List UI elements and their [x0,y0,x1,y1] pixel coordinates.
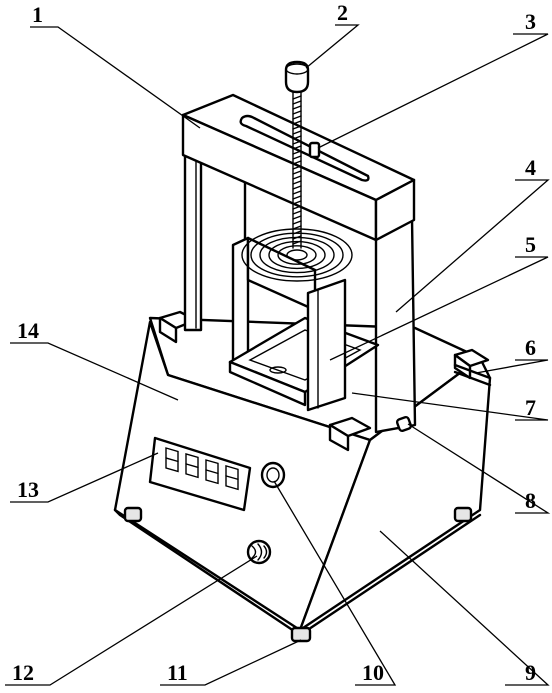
screw-handle [284,60,310,94]
callout-8: 8 [525,488,536,513]
feet [123,506,473,643]
side-lever [453,363,492,387]
callout-5: 5 [525,232,536,257]
callout-2: 2 [337,0,348,25]
tightening-bolt [395,415,413,433]
callout-numbers: 1 2 3 4 5 6 7 8 9 10 11 12 13 14 [12,0,536,685]
screw-thread [292,91,302,249]
display-digits [165,447,239,491]
callout-7: 7 [525,395,536,420]
spiral-coil [241,228,353,282]
knob-10 [260,461,286,489]
foot-right [453,506,473,523]
slide-pin [308,141,321,159]
callout-4: 4 [525,155,536,180]
display-panel [148,436,252,512]
beam-slot [239,114,370,182]
callout-6: 6 [525,335,536,360]
pressure-screw [284,60,310,249]
column-right [374,216,417,434]
callout-13: 13 [17,477,39,502]
sample-holder [228,228,380,412]
holder-floor-edge [228,360,307,407]
callout-12: 12 [12,660,34,685]
callout-14: 14 [17,318,39,343]
foot-front [290,626,312,643]
beam-end [374,178,416,242]
callout-leaders [5,24,551,686]
callout-11: 11 [167,660,188,685]
slide-plate [248,329,362,381]
digital-display [148,436,252,512]
holder-left-wall [231,236,250,367]
foot-left [123,506,143,523]
callout-9: 9 [525,660,536,685]
bolt-8 [395,415,413,433]
callout-1: 1 [32,2,43,27]
callout-3: 3 [525,9,536,34]
callout-10: 10 [362,660,384,685]
clamp-left-side [158,316,178,344]
holder-right-wall [306,278,347,412]
clamp-front-side [328,423,350,452]
